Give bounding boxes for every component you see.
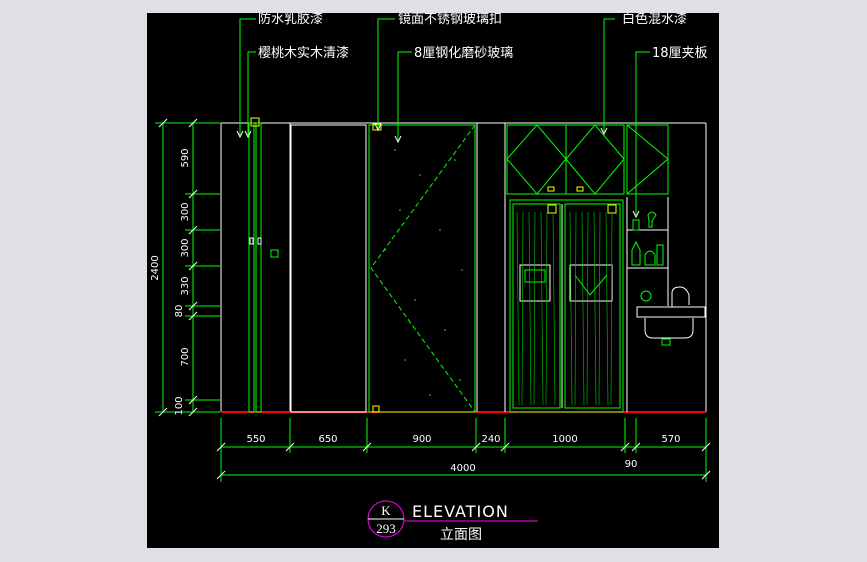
vertical-dimension-lines [155,122,220,413]
title-symbol-number: 293 [376,521,396,536]
cad-viewport[interactable]: 2400 590 300 300 330 80 700 100 550 650 … [147,13,719,548]
dim-extra: 90 [625,459,638,470]
dim-vertical-5: 80 [174,305,185,318]
decor-bottles [631,211,664,302]
dim-horizontal-1: 550 [246,434,265,445]
note-waterproof-latex: 防水乳胶漆 [258,13,323,27]
title-symbol [367,500,405,538]
frost-dots [384,149,463,396]
sink-unit [636,286,706,346]
dim-horizontal-2: 650 [318,434,337,445]
note-cherry-wood: 樱桃木实木清漆 [258,45,349,61]
wall-outline [220,122,707,412]
note-steel-glass-clip: 镜面不锈钢玻璃扣 [398,13,502,27]
horizontal-dim-ticks [216,442,711,480]
title-chinese: 立面图 [440,527,482,543]
refrigerator [509,199,624,413]
leader-arrows [236,123,640,219]
wood-grain [516,211,613,406]
vertical-dim-ticks [158,118,198,417]
dim-vertical-6: 700 [180,347,191,366]
dim-vertical-4: 330 [180,276,191,295]
right-structure [476,123,506,412]
dim-total: 4000 [450,463,475,474]
title-symbol-letter: K [381,503,391,518]
dim-vertical-1: 590 [180,148,191,167]
door-panel [270,124,367,413]
dim-vertical-2: 300 [180,202,191,221]
note-frosted-glass: 8厘钢化磨砂玻璃 [414,46,513,61]
title-elevation: ELEVATION [412,502,509,521]
elevation-drawing: 2400 590 300 300 330 80 700 100 550 650 … [150,13,711,543]
frosted-glass-door [368,123,476,413]
leader-lines [239,18,650,215]
upper-cabinet [506,124,669,195]
note-plywood: 18厘夹板 [652,46,708,61]
dim-vertical-7: 100 [174,396,185,415]
dim-horizontal-6: 570 [661,434,680,445]
dim-horizontal-5: 1000 [552,434,577,445]
open-shelves [626,197,669,412]
dim-vertical-total: 2400 [150,255,161,280]
cherry-wood-panel [248,117,262,413]
dim-vertical-3: 300 [180,238,191,257]
dim-horizontal-3: 900 [412,434,431,445]
note-white-paint: 白色混水漆 [622,13,687,27]
dim-horizontal-4: 240 [481,434,500,445]
